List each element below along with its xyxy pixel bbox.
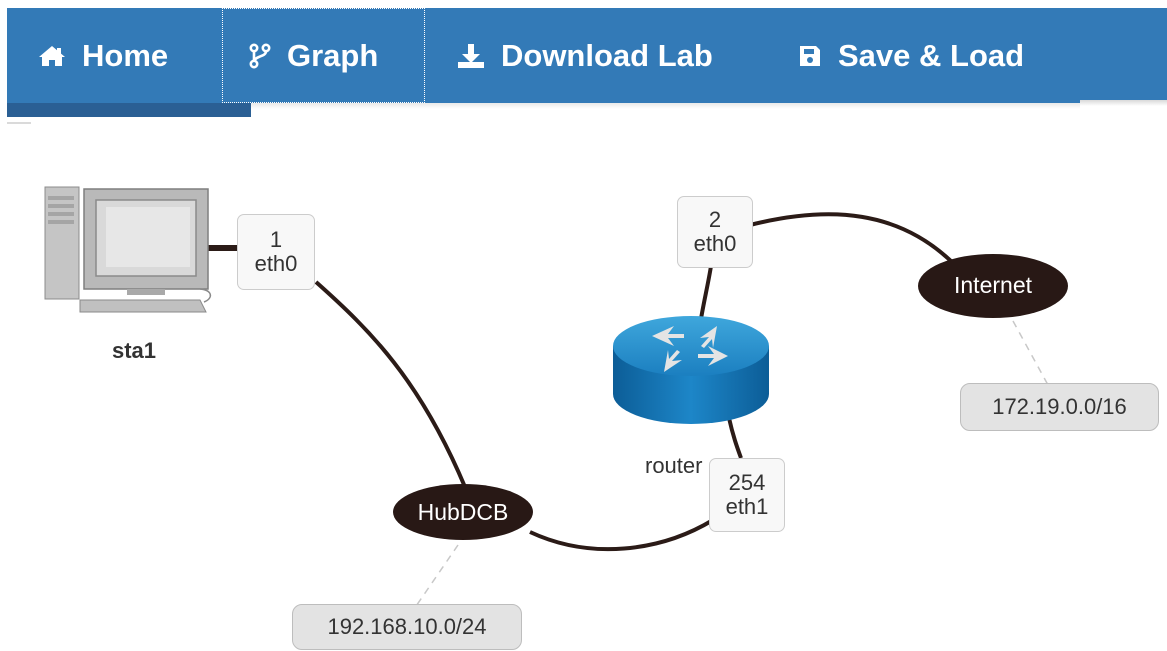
active-tab-indicator [7,103,251,117]
nav-graph-link[interactable]: Graph [222,8,425,103]
interface-host: 254 [728,470,766,495]
desktop-computer-icon[interactable] [44,186,212,313]
router-eth0-interface-label[interactable]: 2 eth0 [677,196,753,268]
router-label: router [645,453,702,478]
hub-label: HubDCB [418,499,509,525]
sta1-label: sta1 [112,338,156,363]
hub-subnet-connector [411,544,459,613]
link-hub-router-eth1[interactable] [529,518,715,552]
interface-name: eth1 [725,494,769,519]
interface-host: 1 [269,227,283,252]
internet-subnet-label[interactable]: 172.19.0.0/16 [960,383,1159,431]
hub-switch-node[interactable]: HubDCB [393,484,533,540]
internet-label: Internet [954,272,1033,298]
branch-icon [249,42,271,69]
nav-download-lab-link[interactable]: Download Lab [457,8,713,103]
nav-home-label: Home [82,37,169,73]
internet-subnet-connector [1012,320,1049,386]
nav-download-lab-label: Download Lab [501,37,713,73]
sta1-eth0-interface-label[interactable]: 1 eth0 [237,214,315,290]
link-router-eth1-stub [727,417,743,459]
divider [7,122,31,124]
link-router-internet[interactable] [749,212,957,267]
router-eth1-interface-label[interactable]: 254 eth1 [709,458,785,532]
hub-subnet-label[interactable]: 192.168.10.0/24 [292,604,522,650]
interface-name: eth0 [254,251,298,276]
link-router-eth0-stub [698,265,713,326]
navbar-shadow [7,103,1080,109]
nav-save-load-link[interactable]: Save & Load [798,8,1024,103]
top-navbar: Home Graph Download Lab [7,8,1167,103]
download-icon [457,43,485,69]
floppy-disk-icon [798,44,822,68]
interface-name: eth0 [693,231,737,256]
internet-node[interactable]: Internet [918,254,1068,318]
navbar-shadow-right [1080,100,1167,106]
router-icon[interactable] [613,316,769,424]
nav-home-link[interactable]: Home [38,8,168,103]
nav-save-load-label: Save & Load [838,37,1025,73]
interface-host: 2 [708,207,722,232]
nav-graph-label: Graph [287,37,379,73]
link-sta1-hub[interactable] [314,280,467,488]
home-icon [38,44,66,68]
